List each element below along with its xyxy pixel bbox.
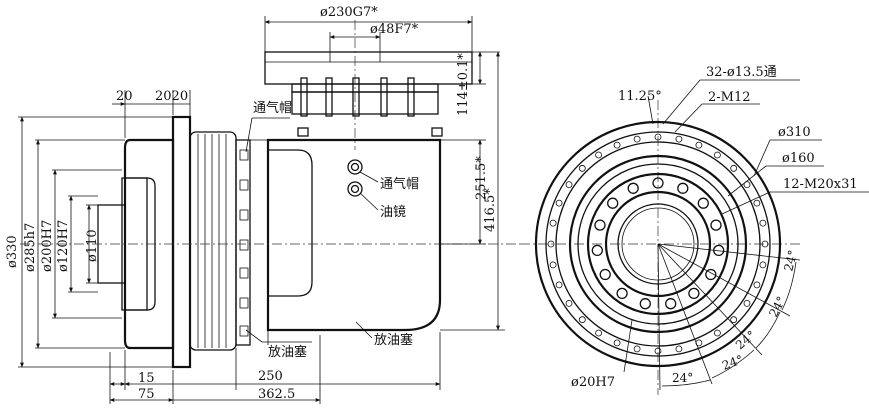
rim-hole xyxy=(578,316,586,324)
inner-hole xyxy=(591,244,603,257)
rim-hole xyxy=(654,133,662,141)
angle-label-5: 24° xyxy=(672,371,693,385)
rim-hole xyxy=(565,181,573,189)
callout-m12: 2-M12 xyxy=(708,90,751,105)
angle-label-4: 24° xyxy=(720,352,745,372)
angle-label-2: 24° xyxy=(766,294,788,319)
rim-hole xyxy=(555,281,563,289)
angle-annotations: 24° 24° 24° 24° 24° xyxy=(657,243,800,391)
callout-holes-32: 32-ø13.5通 xyxy=(706,65,777,80)
bearing-column xyxy=(235,139,251,346)
dim-d48: ø48F7* xyxy=(370,22,419,37)
inner-hole xyxy=(639,298,651,310)
inner-hole xyxy=(705,268,717,281)
rim-hole xyxy=(613,141,621,149)
callout-angle-11: 11.25° xyxy=(618,89,662,104)
callout-drain-plug-left: 放油塞 xyxy=(268,344,307,360)
inner-hole xyxy=(677,182,689,194)
inner-hole xyxy=(688,287,700,300)
inner-hole xyxy=(616,287,628,300)
rim-hole xyxy=(714,329,721,337)
callout-vent-cap-side: 通气帽 xyxy=(380,176,419,192)
callout-d310: ø310 xyxy=(778,125,811,140)
dim-d110: ø110 xyxy=(85,229,100,262)
inner-hole xyxy=(599,268,611,281)
rim-bolt-holes xyxy=(547,133,769,355)
rim-hole xyxy=(613,339,621,347)
dim-d120: ø120H7 xyxy=(56,220,71,272)
dim-h416: 416.5* xyxy=(483,188,498,232)
dim-w20a: 20 xyxy=(116,89,133,104)
rim-hole xyxy=(675,345,683,353)
dim-d285: ø285h7 xyxy=(23,223,38,272)
rim-hole xyxy=(714,151,721,159)
rim-hole xyxy=(675,135,683,143)
dim-d75: 75 xyxy=(138,387,155,402)
angle-label-1: 24° xyxy=(781,249,800,273)
rim-hole xyxy=(753,281,761,289)
gear-housing xyxy=(250,138,442,345)
inner-hole xyxy=(607,197,619,209)
inner-hole xyxy=(710,219,722,231)
rim-hole xyxy=(578,164,586,172)
callout-drain-plug-right: 放油塞 xyxy=(374,332,413,348)
vent-cap-marker xyxy=(347,159,363,175)
callout-d20h7: ø20H7 xyxy=(571,375,615,390)
rim-hole xyxy=(633,345,641,353)
rim-hole xyxy=(555,199,563,207)
dim-d362: 362.5 xyxy=(258,387,295,402)
top-dimensions: ø230G7* ø48F7* xyxy=(264,5,473,62)
output-flange xyxy=(97,115,192,369)
rim-hole xyxy=(565,299,573,307)
side-callouts: 通气帽 通气帽 油镜 放油塞 放油塞 xyxy=(245,100,419,360)
inner-bolt-holes xyxy=(591,177,725,310)
angle-label-3: 24° xyxy=(733,328,758,352)
rim-hole xyxy=(695,141,703,149)
dim-h114: 114±0.1* xyxy=(456,53,471,116)
rim-hole xyxy=(761,240,769,248)
callout-d160: ø160 xyxy=(782,151,815,166)
outer-rim xyxy=(534,120,782,368)
callout-oil-gauge: 油镜 xyxy=(380,205,406,220)
rim-hole xyxy=(654,347,662,355)
front-callouts: 32-ø13.5通 11.25° 2-M12 ø310 ø160 12-M20x… xyxy=(571,65,869,390)
callout-m20: 12-M20x31 xyxy=(783,177,858,192)
rim-hole xyxy=(753,199,761,207)
rim-hole xyxy=(759,219,767,227)
right-dimensions: 114±0.1* 251.5* 416.5* xyxy=(440,51,505,331)
callout-vent-cap-top: 通气帽 xyxy=(253,100,292,116)
dim-d230: ø230G7* xyxy=(320,5,378,20)
side-view: ø230G7* ø48F7* 20 2020 ø330 ø285h7 xyxy=(5,5,520,404)
dim-w20b: 2020 xyxy=(155,89,188,104)
rim-hole xyxy=(595,329,602,337)
dim-d250: 250 xyxy=(258,369,283,384)
rim-hole xyxy=(743,181,751,189)
oil-gauge-marker xyxy=(347,181,363,197)
rim-hole xyxy=(547,240,555,248)
rim-hole xyxy=(759,261,767,269)
left-dimensions: ø330 ø285h7 ø200H7 ø120H7 ø110 xyxy=(5,116,173,368)
rim-hole xyxy=(633,135,641,143)
inner-hole xyxy=(665,298,677,310)
inner-hole xyxy=(697,197,709,209)
rim-hole xyxy=(549,219,557,227)
rim-hole xyxy=(743,299,751,307)
dim-h251: 251.5* xyxy=(474,156,489,200)
rim-hole xyxy=(730,164,738,172)
inner-hole xyxy=(627,182,639,194)
seal-rings xyxy=(189,131,237,351)
bottom-dimensions: 15 250 75 362.5 xyxy=(109,332,441,404)
top-flange xyxy=(264,51,473,137)
dim-d330: ø330 xyxy=(5,235,20,268)
front-view: 32-ø13.5通 11.25° 2-M12 ø310 ø160 12-M20x… xyxy=(520,65,869,395)
rim-hole xyxy=(595,151,602,159)
dim-d200: ø200H7 xyxy=(40,220,55,272)
top-small-dims: 20 2020 xyxy=(112,89,191,138)
inner-hole xyxy=(594,219,606,231)
rim-hole xyxy=(549,261,557,269)
inner-hole xyxy=(652,177,664,189)
rim-hole xyxy=(730,316,738,324)
